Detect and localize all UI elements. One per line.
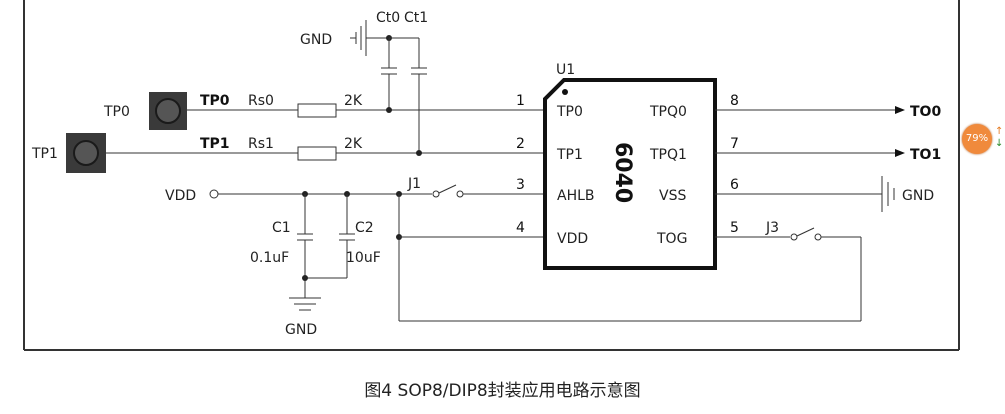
pin-5-num: 5 <box>730 220 739 236</box>
rs0-value: 2K <box>344 93 363 109</box>
c2-label: C2 <box>355 220 374 236</box>
jumper-switch-j1 <box>432 184 464 198</box>
touch-pad-tp0 <box>149 92 187 130</box>
vdd-terminal <box>209 189 219 199</box>
pin-8-num: 8 <box>730 93 739 109</box>
ic-pin-8-name: TPQ0 <box>649 104 687 120</box>
pin-1-num: 1 <box>516 93 525 109</box>
tp0-pad-label: TP0 <box>103 104 130 120</box>
vdd-label: VDD <box>165 188 196 204</box>
jumper-switch-j3 <box>790 227 822 241</box>
j3-label: J3 <box>765 220 779 236</box>
cap-c2 <box>305 194 355 279</box>
ic-pin-4-name: VDD <box>557 231 588 247</box>
ic-u1-body <box>543 78 717 270</box>
j1-label: J1 <box>407 176 421 192</box>
arrow-out1 <box>895 149 905 157</box>
c2-value: 10uF <box>346 250 381 266</box>
pin-6-num: 6 <box>730 177 739 193</box>
net-out1-label: TO1 <box>910 147 941 163</box>
schematic-diagram: GND Ct0 Ct1 TP0 TP0 Rs0 2K 1 TP1 TP1 <box>23 0 960 351</box>
net-out0-label: TO0 <box>910 104 941 120</box>
pin-3-num: 3 <box>516 177 525 193</box>
ic-pin-5-name: TOG <box>656 231 687 247</box>
gnd-bottom-label: GND <box>285 322 317 338</box>
c1-label: C1 <box>272 220 291 236</box>
cap-c1 <box>297 194 313 298</box>
ic-ref-label: U1 <box>556 62 575 78</box>
ground-symbol-right <box>881 176 895 212</box>
zoom-down-icon[interactable]: ↓ <box>995 138 1004 149</box>
cap-ct1 <box>389 37 427 153</box>
net-tp0-label: TP0 <box>200 93 230 109</box>
gnd-right-label: GND <box>902 188 934 204</box>
rs1-value: 2K <box>344 136 363 152</box>
c1-value: 0.1uF <box>250 250 289 266</box>
ct1-label: Ct1 <box>404 10 428 26</box>
junction-tp0 <box>386 107 392 113</box>
junction-gnd <box>302 275 308 281</box>
gnd-top-label: GND <box>300 32 332 48</box>
ic-pin-3-name: AHLB <box>557 188 595 204</box>
figure-caption: 图4 SOP8/DIP8封装应用电路示意图 <box>364 381 641 401</box>
pin-7-num: 7 <box>730 136 739 152</box>
net-tp1-label: TP1 <box>200 136 230 152</box>
ic-pin-6-name: VSS <box>659 188 686 204</box>
pin-4-num: 4 <box>516 220 525 236</box>
ct0-label: Ct0 <box>376 10 400 26</box>
zoom-level-badge[interactable]: 79% <box>962 124 992 154</box>
ic-pin-7-name: TPQ1 <box>649 147 687 163</box>
ic-part-marking: 6040 <box>610 142 635 203</box>
rs0-label: Rs0 <box>248 93 274 109</box>
tp1-pad-label: TP1 <box>31 146 58 162</box>
resistor-rs1 <box>297 146 337 161</box>
resistor-rs0 <box>297 103 337 118</box>
rs1-label: Rs1 <box>248 136 274 152</box>
cap-ct0 <box>381 38 397 110</box>
touch-pad-tp1 <box>66 133 106 173</box>
ic-pin-2-name: TP1 <box>556 147 583 163</box>
pin-2-num: 2 <box>516 136 525 152</box>
junction-tp1 <box>416 150 422 156</box>
ground-symbol-bottom <box>289 297 321 311</box>
zoom-up-icon[interactable]: ↑ <box>995 126 1004 137</box>
ic-pin-1-name: TP0 <box>556 104 583 120</box>
ic-pin1-dot <box>562 89 568 95</box>
zoom-arrows[interactable]: ↑ ↓ <box>995 126 1005 154</box>
arrow-out0 <box>895 106 905 114</box>
